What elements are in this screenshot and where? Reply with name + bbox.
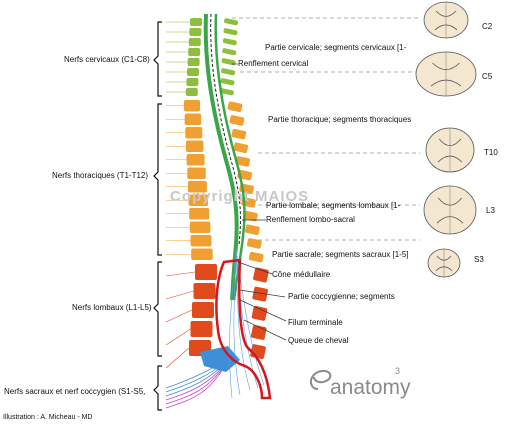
vertebra [190, 235, 212, 247]
spinous-process [243, 210, 258, 222]
label-cervical-part: Partie cervicale; segments cervicaux [1- [265, 43, 407, 52]
cross-sections [415, 1, 477, 278]
spinous-process [235, 156, 251, 167]
label-thoracic-part: Partie thoracique; segments thoraciques [268, 115, 412, 124]
nerve-root [165, 347, 190, 369]
vertebra [185, 88, 198, 96]
spinous-process [221, 68, 236, 76]
nerve-root [165, 271, 196, 277]
watermark: Copyright MAIOS [170, 188, 310, 205]
vertebra [186, 154, 205, 166]
leader-lines [232, 17, 420, 241]
label-conus: Cône médullaire [272, 270, 331, 279]
section-label-s3: S3 [474, 255, 484, 264]
spinous-process [222, 48, 237, 56]
vertebra [187, 167, 206, 179]
illustration-credit: Illustration : A. Micheau - MD [3, 414, 93, 421]
vertebra [189, 221, 211, 233]
label-sacral-part: Partie sacrale; segments sacraux [1-5] [272, 250, 409, 259]
spinous-process [251, 305, 268, 321]
vertebra [185, 140, 204, 152]
vertebra [190, 321, 213, 337]
spinous-process [222, 38, 237, 46]
spinous-process [227, 101, 243, 113]
label-pointers [232, 63, 287, 341]
nerve-root [165, 290, 194, 300]
vertebra [195, 264, 217, 280]
label-filum: Filum terminale [288, 318, 343, 327]
spinous-process [224, 18, 239, 26]
spinous-process [221, 58, 236, 66]
spinous-process [220, 78, 235, 86]
spinous-process [223, 28, 238, 36]
spinal-cord [203, 13, 239, 301]
vertebra [188, 48, 201, 56]
label-coccygeal-part: Partie coccygienne; segments [288, 292, 395, 301]
nerve-root [165, 328, 191, 346]
spinous-process [229, 115, 245, 126]
spinous-process [245, 224, 260, 235]
vertebra [190, 18, 202, 26]
anatomy-logo-icon [310, 369, 332, 390]
spinous-process [233, 142, 249, 154]
label-lumbar-part: Partie lombale; segments lombaux [1- [266, 201, 401, 210]
vertebra [187, 68, 199, 76]
spinous-process [231, 128, 247, 140]
region-brackets [153, 21, 162, 411]
vertebra [193, 283, 216, 299]
vertebra [189, 28, 202, 36]
vertebra [192, 302, 214, 318]
region-label-sacral: Nerfs sacraux et nerf coccygien (S1-S5, [4, 387, 146, 396]
vertebra [184, 113, 202, 125]
nerve-root [165, 309, 193, 323]
cord-core [210, 13, 241, 246]
label-cervical-enlargement: Renflement cervical [238, 59, 309, 68]
vertebra [186, 78, 199, 86]
region-label-thoracic: Nerfs thoraciques (T1-T12) [52, 171, 149, 180]
vertebra [184, 100, 200, 112]
region-label-lumbar: Nerfs lombaux (L1-L5) [72, 303, 152, 312]
vertebra [187, 181, 207, 193]
section-label-c2: C2 [482, 22, 493, 31]
spinous-process [252, 286, 269, 302]
section-label-l3: L3 [486, 206, 495, 215]
vertebra [191, 248, 213, 260]
region-label-cervical: Nerfs cervicaux (C1-C8) [64, 55, 150, 64]
label-lumbosacral-enlargement: Renflement lombo-sacral [266, 215, 355, 224]
vertebra [185, 127, 203, 139]
dural-sac [215, 258, 272, 400]
section-label-c5: C5 [482, 72, 493, 81]
spinous-process [219, 88, 234, 96]
vertebra [188, 194, 209, 206]
label-cauda: Queue de cheval [288, 336, 349, 345]
section-label-t10: T10 [484, 148, 498, 157]
spinous-process [253, 267, 269, 283]
logo-superscript: 3 [395, 366, 401, 376]
vertebra [187, 58, 200, 66]
spinous-process [248, 251, 264, 263]
vertebra [188, 38, 201, 46]
logo-text: anatomy [330, 376, 411, 399]
vertebra [189, 208, 210, 220]
spinous-process [246, 238, 262, 249]
